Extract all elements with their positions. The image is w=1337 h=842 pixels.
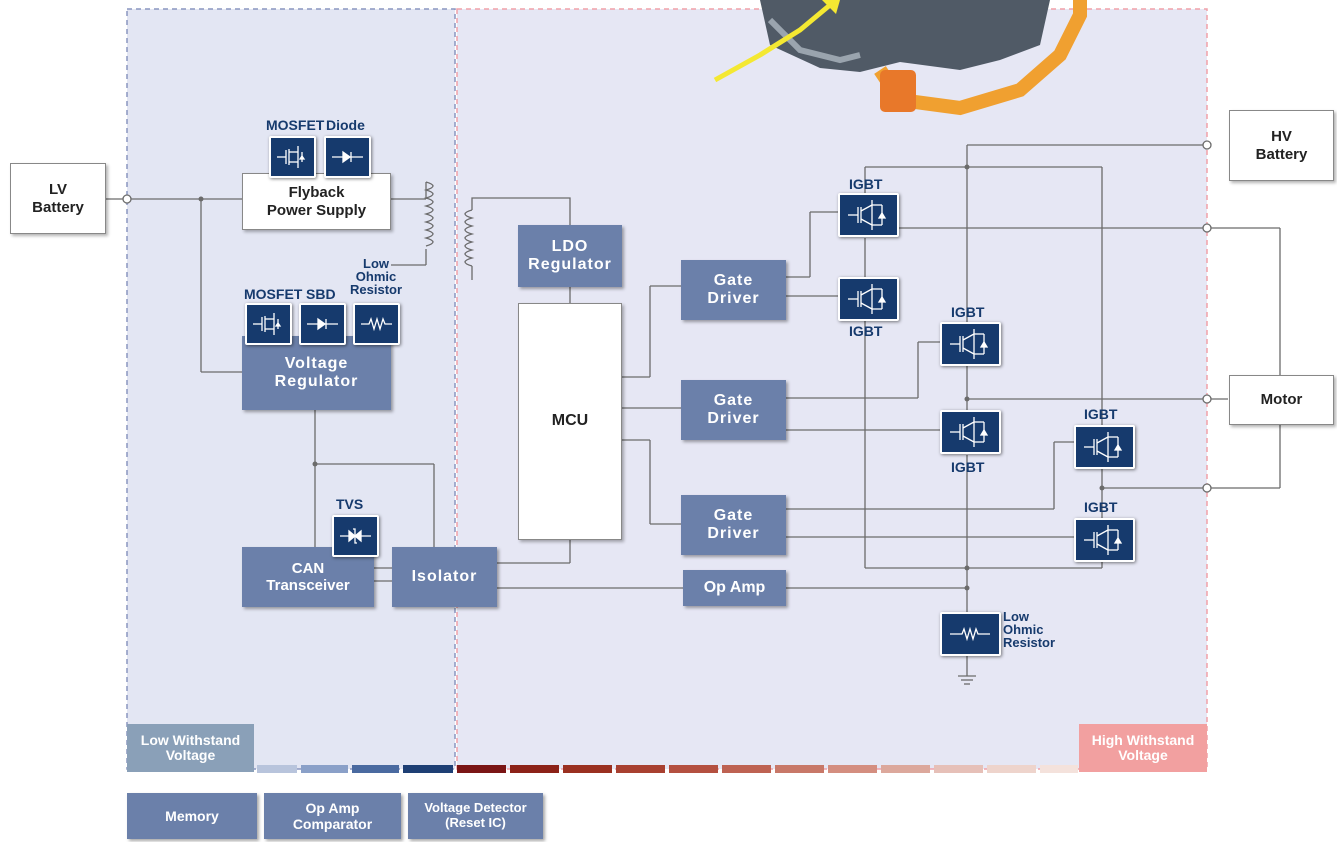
voltage-scale-bar bbox=[257, 765, 1078, 773]
igbt-label: IGBT bbox=[849, 176, 883, 192]
resistor-icon bbox=[353, 303, 400, 345]
sbd-label: SBD bbox=[306, 286, 336, 302]
gate-driver-1-block[interactable]: Gate Driver bbox=[681, 260, 786, 320]
igbt-icon bbox=[1074, 518, 1135, 562]
hv-battery-box[interactable]: HV Battery bbox=[1229, 110, 1334, 181]
op-amp-block[interactable]: Op Amp bbox=[683, 570, 786, 606]
diode-label: Diode bbox=[326, 117, 365, 133]
mosfet-icon bbox=[245, 303, 292, 345]
igbt-icon bbox=[1074, 425, 1135, 469]
igbt-icon bbox=[940, 322, 1001, 366]
diode-icon bbox=[324, 136, 371, 178]
transformer bbox=[423, 181, 571, 280]
sbd-icon bbox=[299, 303, 346, 345]
can-transceiver-block[interactable]: CAN Transceiver bbox=[242, 547, 374, 607]
ldo-regulator-block[interactable]: LDO Regulator bbox=[518, 225, 622, 287]
lv-battery-box[interactable]: LV Battery bbox=[10, 163, 106, 234]
igbt-icon bbox=[838, 277, 899, 321]
igbt-label: IGBT bbox=[951, 459, 985, 475]
tvs-label: TVS bbox=[336, 496, 364, 512]
low-ohmic-resistor-label: Low Ohmic Resistor bbox=[350, 256, 403, 297]
igbt-label: IGBT bbox=[1084, 499, 1118, 515]
motor-cable-image bbox=[713, 0, 1087, 116]
low-ohmic-resistor-label: Low Ohmic Resistor bbox=[1003, 609, 1056, 650]
flyback-power-supply-block[interactable]: Flyback Power Supply bbox=[242, 173, 391, 230]
hv-wiring bbox=[569, 144, 1281, 685]
resistor-icon bbox=[940, 612, 1001, 656]
terminals bbox=[122, 140, 1212, 493]
junction-dots bbox=[198, 164, 1105, 591]
gate-driver-2-block[interactable]: Gate Driver bbox=[681, 380, 786, 440]
mosfet-label: MOSFET bbox=[266, 117, 325, 133]
igbt-label: IGBT bbox=[951, 304, 985, 320]
voltage-regulator-block[interactable]: Voltage Regulator bbox=[242, 336, 391, 410]
motor-box[interactable]: Motor bbox=[1229, 375, 1334, 425]
gate-driver-3-block[interactable]: Gate Driver bbox=[681, 495, 786, 555]
igbt-label: IGBT bbox=[1084, 406, 1118, 422]
mosfet-icon bbox=[269, 136, 316, 178]
mcu-block[interactable]: MCU bbox=[518, 303, 622, 540]
tvs-icon bbox=[332, 515, 379, 557]
igbt-icon bbox=[940, 410, 1001, 454]
low-withstand-voltage-label: Low Withstand Voltage bbox=[127, 724, 254, 772]
op-amp-comparator-legend[interactable]: Op Amp Comparator bbox=[264, 793, 401, 839]
memory-legend[interactable]: Memory bbox=[127, 793, 257, 839]
igbt-icon bbox=[838, 193, 899, 237]
igbt-label: IGBT bbox=[849, 323, 883, 339]
lv-wiring bbox=[106, 182, 683, 589]
voltage-detector-legend[interactable]: Voltage Detector (Reset IC) bbox=[408, 793, 543, 839]
high-withstand-voltage-label: High Withstand Voltage bbox=[1079, 724, 1207, 772]
isolator-block[interactable]: Isolator bbox=[392, 547, 497, 607]
mosfet-label: MOSFET bbox=[244, 286, 303, 302]
